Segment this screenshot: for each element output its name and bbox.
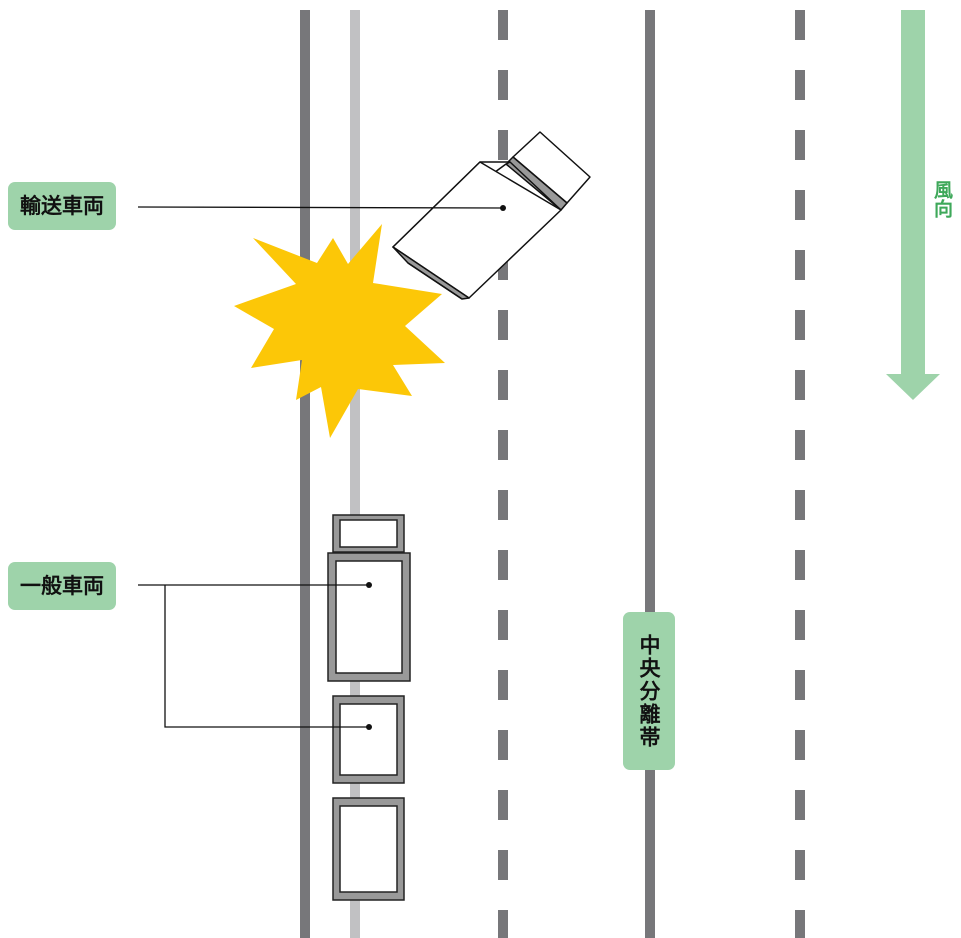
general-leader-line-2 — [164, 585, 369, 728]
wind-arrow — [886, 10, 940, 400]
collision-burst-icon — [234, 224, 445, 438]
general-vehicle-label: 一般車両 — [8, 562, 116, 610]
general-vehicle-trailer-2 — [332, 797, 405, 901]
transport-vehicle-label: 輸送車両 — [8, 182, 116, 230]
general-vehicle-body — [327, 552, 411, 682]
general-vehicle-convoy — [327, 514, 411, 901]
leader-lines — [137, 206, 504, 728]
general-vehicle-trailer-1 — [332, 695, 405, 784]
median-label: 中央分離帯 — [623, 612, 675, 770]
wind-direction-label: 風向 — [931, 180, 953, 218]
transport-vehicle — [392, 131, 591, 300]
general-vehicle-cab — [332, 514, 405, 553]
transport-leader-line — [137, 206, 504, 209]
